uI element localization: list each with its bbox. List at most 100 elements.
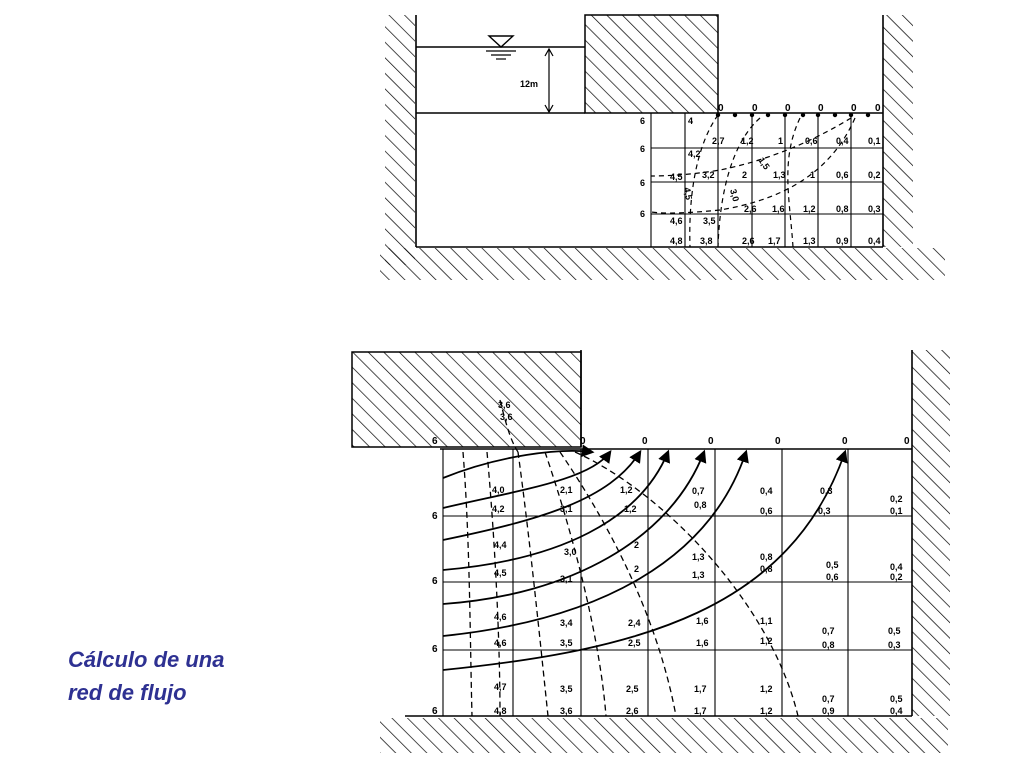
svg-text:0,5: 0,5 xyxy=(888,626,901,636)
upper-block xyxy=(351,351,582,448)
svg-text:6: 6 xyxy=(640,209,645,219)
svg-text:0,4: 0,4 xyxy=(868,236,881,246)
svg-text:1,3: 1,3 xyxy=(773,170,786,180)
svg-text:2,7: 2,7 xyxy=(712,136,725,146)
svg-text:1: 1 xyxy=(778,136,783,146)
svg-text:1,2: 1,2 xyxy=(803,204,816,214)
svg-text:6: 6 xyxy=(640,178,645,188)
svg-text:1,5: 1,5 xyxy=(756,155,771,171)
svg-text:0,5: 0,5 xyxy=(890,694,903,704)
svg-text:1,3: 1,3 xyxy=(692,570,705,580)
svg-text:3,0: 3,0 xyxy=(564,547,577,557)
top-grid xyxy=(650,113,883,247)
bottom-left-heads: 6 6 6 6 xyxy=(432,511,438,717)
bottom-cell-values: 4,0 4,2 2,1 3,1 1,2 1,2 0,7 0,8 0,4 0,6 … xyxy=(492,485,903,716)
bottom-flow-lines xyxy=(442,444,848,671)
svg-text:0: 0 xyxy=(775,436,781,447)
svg-text:0: 0 xyxy=(752,103,758,114)
left-wall-hatch xyxy=(385,15,415,265)
svg-text:2,5: 2,5 xyxy=(626,684,639,694)
top-flow-net: 12m xyxy=(380,14,945,280)
svg-text:0,2: 0,2 xyxy=(890,494,903,504)
svg-text:1,1: 1,1 xyxy=(760,616,773,626)
svg-text:3,2: 3,2 xyxy=(702,170,715,180)
svg-text:4,8: 4,8 xyxy=(670,236,683,246)
svg-text:2: 2 xyxy=(634,564,639,574)
top-left-heads: 6 6 6 6 xyxy=(640,116,645,219)
svg-text:3,4: 3,4 xyxy=(560,618,573,628)
svg-text:6: 6 xyxy=(432,511,438,522)
top-equipotentials xyxy=(650,114,856,248)
svg-text:6: 6 xyxy=(432,576,438,587)
svg-text:0,1: 0,1 xyxy=(868,136,881,146)
svg-text:3,5: 3,5 xyxy=(560,684,573,694)
svg-text:0,2: 0,2 xyxy=(868,170,881,180)
head-label: 12m xyxy=(520,79,538,89)
svg-text:0,8: 0,8 xyxy=(836,204,849,214)
svg-text:2: 2 xyxy=(742,170,747,180)
svg-text:1: 1 xyxy=(810,170,815,180)
bottom-grid xyxy=(442,449,912,716)
svg-text:2,6: 2,6 xyxy=(742,236,755,246)
svg-text:1,2: 1,2 xyxy=(760,706,773,716)
svg-text:1,7: 1,7 xyxy=(694,706,707,716)
svg-text:0,4: 0,4 xyxy=(760,486,773,496)
svg-text:4,7: 4,7 xyxy=(494,682,507,692)
right-wall-hatch xyxy=(912,350,950,716)
svg-text:4,8: 4,8 xyxy=(494,706,507,716)
svg-text:0,3: 0,3 xyxy=(820,486,833,496)
svg-text:3,5: 3,5 xyxy=(703,216,716,226)
top-contour-labels: 1,5 3,0 4,5 xyxy=(682,155,772,202)
svg-text:0,7: 0,7 xyxy=(692,486,705,496)
svg-text:3,6: 3,6 xyxy=(560,706,573,716)
slide-title-line-1: Cálculo de una xyxy=(68,647,225,672)
svg-text:4,2: 4,2 xyxy=(492,504,505,514)
svg-text:1,7: 1,7 xyxy=(768,236,781,246)
upper-block-label: 3,6 3,6 xyxy=(498,400,513,422)
svg-text:0: 0 xyxy=(708,436,714,447)
svg-text:0,1: 0,1 xyxy=(890,506,903,516)
svg-text:4,6: 4,6 xyxy=(494,638,507,648)
svg-text:0,6: 0,6 xyxy=(826,572,839,582)
svg-text:2,1: 2,1 xyxy=(560,485,573,495)
svg-text:0,8: 0,8 xyxy=(694,500,707,510)
svg-text:3,1: 3,1 xyxy=(560,504,573,514)
svg-text:0,3: 0,3 xyxy=(868,204,881,214)
svg-text:6: 6 xyxy=(432,706,438,717)
bottom-equipotentials xyxy=(462,399,799,717)
svg-text:1,6: 1,6 xyxy=(772,204,785,214)
svg-text:0,8: 0,8 xyxy=(822,640,835,650)
svg-text:4,5: 4,5 xyxy=(682,187,694,201)
svg-text:6: 6 xyxy=(432,436,438,447)
bottom-top-heads: 6 0 0 0 0 0 0 xyxy=(432,436,910,447)
svg-text:4: 4 xyxy=(688,116,693,126)
ground-hatch xyxy=(380,718,948,753)
svg-text:2,4: 2,4 xyxy=(628,618,641,628)
svg-text:0,4: 0,4 xyxy=(836,136,849,146)
ground-hatch xyxy=(380,248,945,280)
svg-text:1,6: 1,6 xyxy=(696,616,709,626)
svg-text:0: 0 xyxy=(642,436,648,447)
svg-text:0,4: 0,4 xyxy=(890,562,903,572)
svg-text:3,8: 3,8 xyxy=(700,236,713,246)
svg-text:0,3: 0,3 xyxy=(818,506,831,516)
svg-text:0: 0 xyxy=(785,103,791,114)
slide-title-line-2: red de flujo xyxy=(68,680,187,705)
svg-text:0,6: 0,6 xyxy=(805,136,818,146)
svg-text:0,7: 0,7 xyxy=(822,626,835,636)
svg-text:1,6: 1,6 xyxy=(696,638,709,648)
svg-text:1,2: 1,2 xyxy=(620,485,633,495)
slide-title: Cálculo de una red de flujo xyxy=(68,643,328,709)
svg-text:0,5: 0,5 xyxy=(826,560,839,570)
svg-text:0,3: 0,3 xyxy=(888,640,901,650)
svg-text:2,6: 2,6 xyxy=(744,204,757,214)
svg-text:0,6: 0,6 xyxy=(760,506,773,516)
svg-text:0: 0 xyxy=(851,103,857,114)
svg-text:6: 6 xyxy=(432,644,438,655)
svg-text:0: 0 xyxy=(718,103,724,114)
svg-text:3,6: 3,6 xyxy=(498,400,511,410)
water-level-icon xyxy=(486,35,516,60)
svg-text:3,0: 3,0 xyxy=(728,188,741,203)
svg-text:2,6: 2,6 xyxy=(626,706,639,716)
